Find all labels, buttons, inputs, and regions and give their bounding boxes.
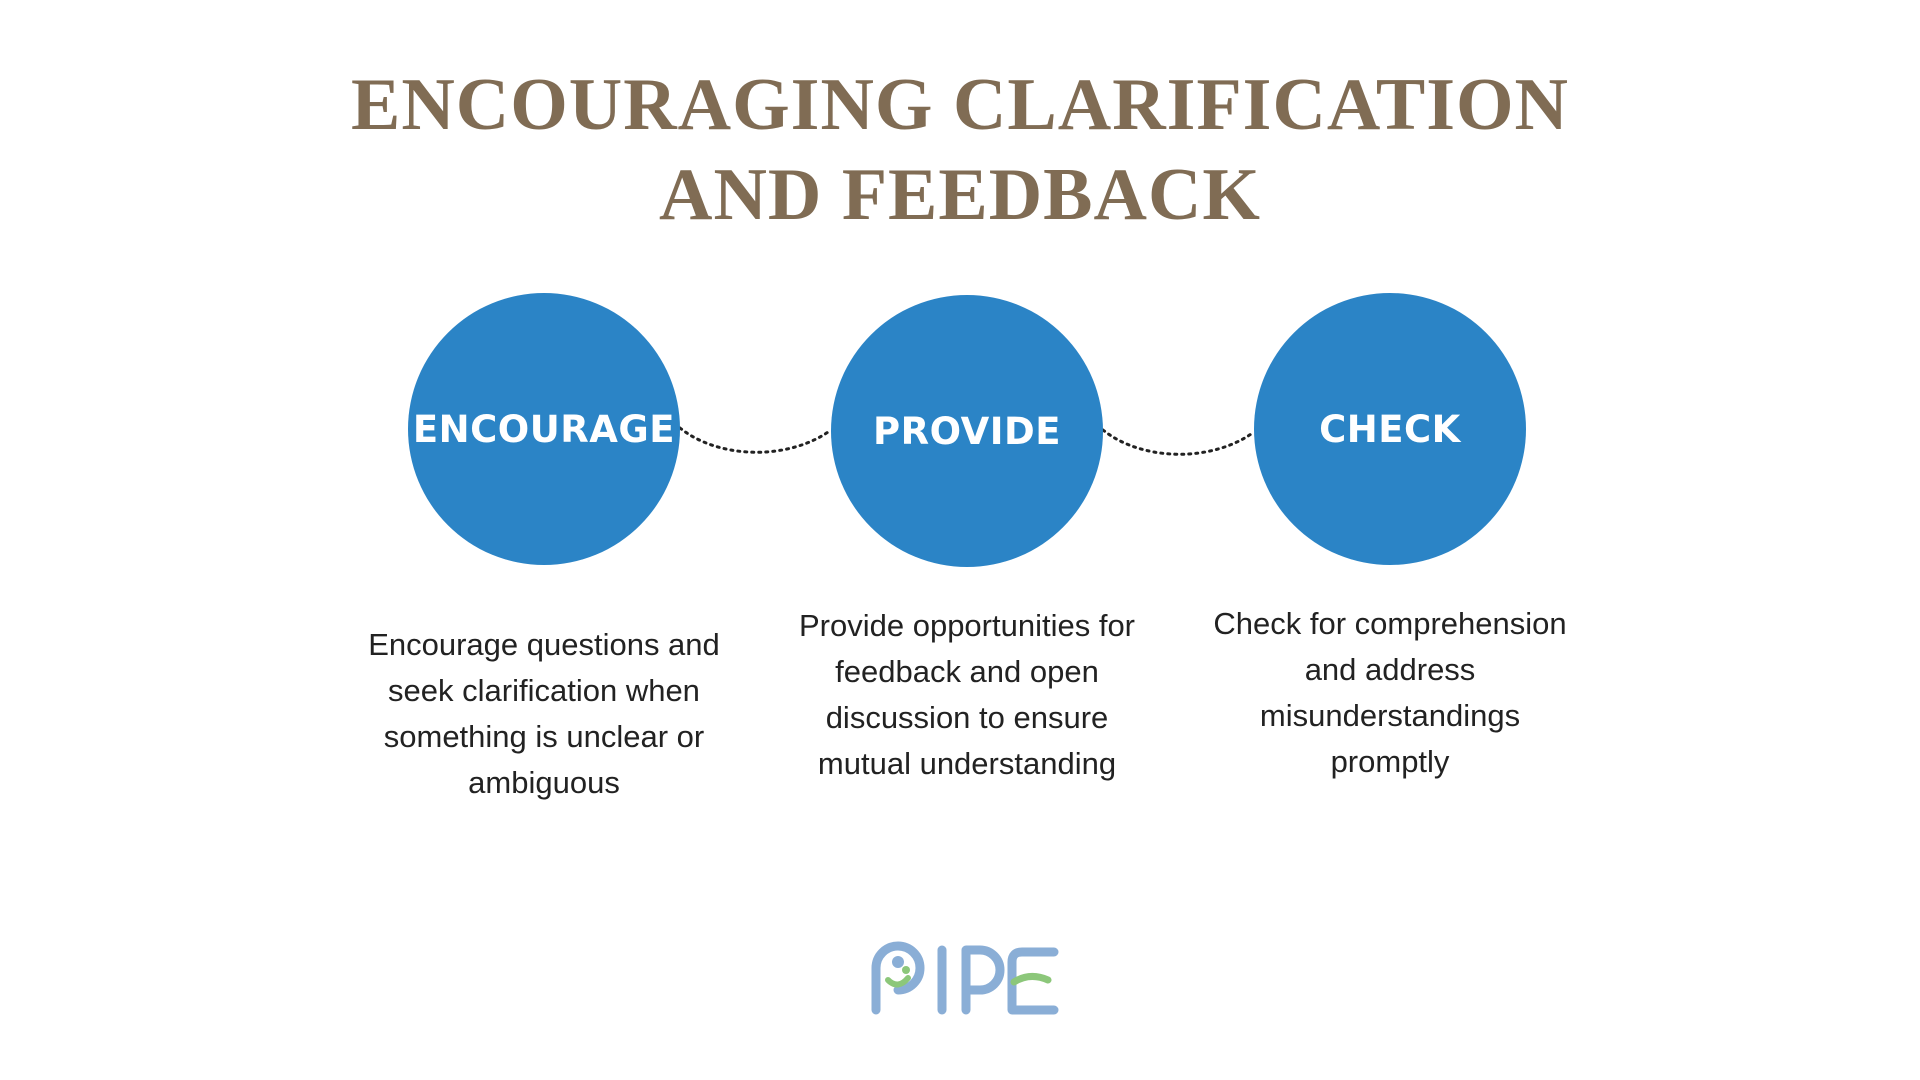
- title-line-1: ENCOURAGING CLARIFICATION: [351, 64, 1569, 146]
- step-label-check: CHECK: [1319, 407, 1461, 451]
- step-label-provide: PROVIDE: [873, 409, 1061, 453]
- step-label-encourage: ENCOURAGE: [412, 407, 676, 451]
- step-description-provide: Provide opportunities for feedback and o…: [798, 608, 1136, 781]
- logo-letter-p2: [961, 945, 1005, 1015]
- step-circle-check: CHECK: [1254, 293, 1526, 565]
- step-description-encourage: Encourage questions and seek clarificati…: [368, 627, 720, 800]
- step-circle-encourage: ENCOURAGE: [408, 293, 680, 565]
- logo-letter-p1: [871, 941, 925, 1015]
- step-description-check: Check for comprehension and address misu…: [1213, 606, 1567, 779]
- pipe-logo: [871, 941, 1059, 1015]
- step-circle-provide: PROVIDE: [831, 295, 1103, 567]
- logo-letter-e: [1007, 947, 1059, 1015]
- title-line-2: AND FEEDBACK: [659, 154, 1261, 236]
- page-title: ENCOURAGING CLARIFICATION AND FEEDBACK: [0, 60, 1920, 240]
- connector-encourage-provide: [678, 426, 833, 454]
- connector-provide-check: [1101, 428, 1256, 456]
